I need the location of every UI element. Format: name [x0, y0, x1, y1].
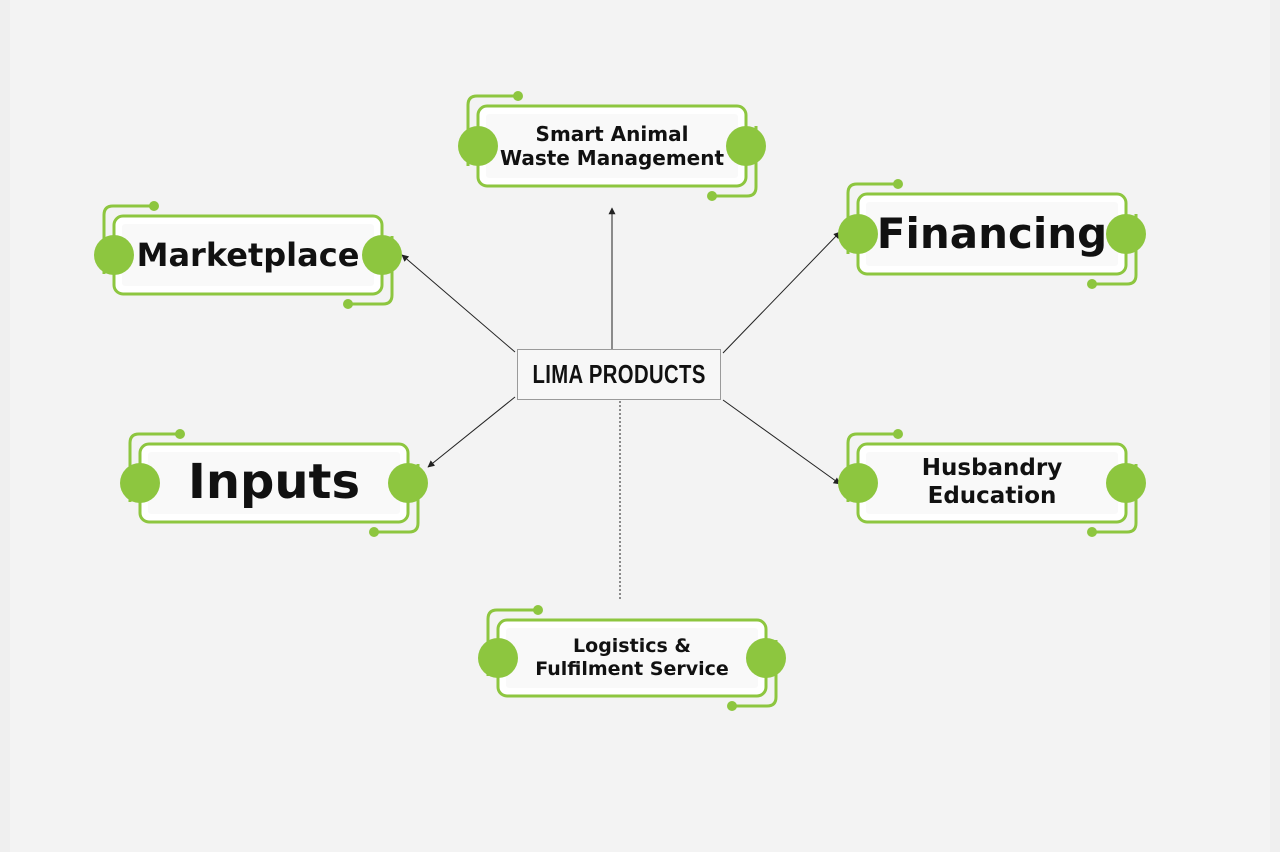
bracket-dot [893, 429, 903, 439]
connector-lines [401, 207, 841, 600]
node-left-circle [478, 638, 518, 678]
node-right-circle [388, 463, 428, 503]
node-logistics [478, 605, 786, 711]
bracket-line [732, 640, 778, 708]
node-inner-panel [866, 452, 1118, 514]
node-left-circle [94, 235, 134, 275]
bracket-dot [369, 527, 379, 537]
node-inner-panel [506, 628, 758, 688]
bracket-dot [343, 299, 353, 309]
connector-inputs [427, 396, 516, 468]
node-label-line: Marketplace [136, 235, 360, 274]
node-label-line: Smart Animal [535, 122, 689, 146]
node-inner-panel [486, 114, 738, 178]
node-right-circle [726, 126, 766, 166]
bracket-line [1092, 464, 1138, 534]
bracket-dot [533, 605, 543, 615]
central-node: LIMA PRODUCTS [517, 349, 721, 400]
node-financing [838, 179, 1146, 289]
node-label-logistics: Logistics &Fulfilment Service [514, 626, 750, 690]
node-left-circle [838, 214, 878, 254]
node-inner-panel [866, 202, 1118, 266]
bracket-line [348, 236, 394, 306]
bracket-dot [1087, 527, 1097, 537]
node-label-line: Inputs [187, 454, 361, 511]
node-husbandry [838, 429, 1146, 537]
node-inner-panel [148, 452, 400, 514]
bracket-line [712, 126, 758, 198]
bracket-dot [175, 429, 185, 439]
node-inputs [120, 429, 428, 537]
bracket-dot [707, 191, 717, 201]
connector-husbandry [722, 399, 841, 485]
bracket-dot [893, 179, 903, 189]
node-left-circle [120, 463, 160, 503]
node-label-line: Waste Management [499, 146, 725, 170]
node-label-line: Education [927, 483, 1057, 509]
bracket-line [102, 204, 154, 274]
bracket-dot [1087, 279, 1097, 289]
node-right-circle [1106, 214, 1146, 254]
bracket-line [1092, 214, 1138, 286]
bracket-line [846, 432, 898, 502]
node-label-marketplace: Marketplace [130, 222, 366, 288]
node-left-circle [458, 126, 498, 166]
bracket-line [374, 464, 420, 534]
node-smart-waste [458, 91, 766, 201]
node-left-circle [838, 463, 878, 503]
node-label-line: Financing [876, 208, 1108, 258]
bracket-line [486, 608, 538, 676]
node-marketplace [94, 201, 402, 309]
connector-marketplace [401, 254, 516, 353]
node-right-circle [362, 235, 402, 275]
node-label-line: Husbandry [921, 455, 1063, 482]
node-right-circle [1106, 463, 1146, 503]
central-node-label: LIMA PRODUCTS [532, 359, 706, 389]
node-label-financing: Financing [874, 200, 1110, 268]
node-label-line: Fulfilment Service [535, 658, 729, 680]
bracket-dot [513, 91, 523, 101]
node-inner-panel [122, 224, 374, 286]
connector-financing [722, 231, 841, 354]
node-label-inputs: Inputs [156, 450, 392, 516]
bracket-line [128, 432, 180, 502]
bracket-line [846, 182, 898, 254]
bracket-line [466, 94, 518, 166]
bracket-dot [727, 701, 737, 711]
node-right-circle [746, 638, 786, 678]
node-label-line: Logistics & [573, 635, 691, 658]
node-frames [94, 91, 1146, 711]
bracket-dot [149, 201, 159, 211]
